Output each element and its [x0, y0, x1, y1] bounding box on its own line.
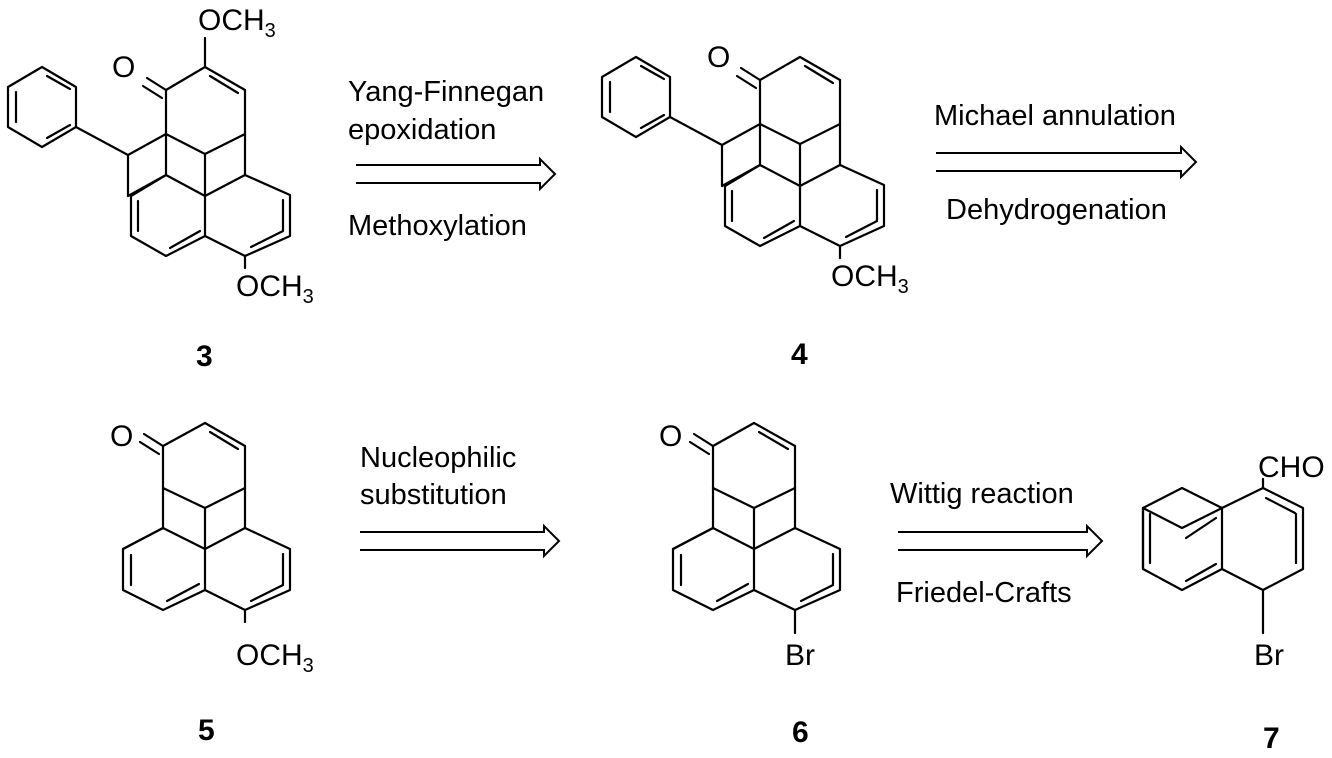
compound-7-structure: [1141, 477, 1305, 635]
compound-number: 5: [198, 714, 215, 747]
compound-6-structure: [671, 421, 842, 635]
arrow-label-below: Methoxylation: [348, 210, 527, 242]
retrosynthesis-arrow: [356, 156, 557, 192]
compound-5-structure: [121, 421, 292, 624]
arrow-label-above: Michael annulation: [934, 100, 1176, 132]
phenyl-ring: [6, 65, 78, 149]
phenyl-ring: [600, 55, 672, 139]
arrow-label-below: Dehydrogenation: [946, 194, 1167, 226]
arrow-label-above: epoxidation: [348, 114, 496, 146]
ketone-oxygen-label: O: [110, 420, 133, 453]
arrow-label-above: Yang-Finnegan: [348, 76, 544, 108]
retrosynthesis-arrow: [360, 523, 561, 559]
ketone-oxygen-label: O: [112, 51, 135, 84]
compound-number: 7: [1263, 722, 1280, 755]
bottom-methoxy-label: OCH3: [831, 260, 909, 298]
aldehyde-label: CHO: [1258, 451, 1325, 484]
bottom-methoxy-label: OCH3: [236, 270, 314, 308]
ketone-oxygen-label: O: [707, 41, 730, 74]
arrow-label-above: substitution: [360, 479, 507, 511]
top-methoxy-label: OCH3: [198, 4, 276, 42]
arrow-label-above: Wittig reaction: [890, 478, 1074, 510]
compound-number: 3: [196, 340, 213, 373]
bromine-label: Br: [1254, 639, 1284, 672]
compound-4-structure: [600, 55, 886, 260]
arrow-label-above: Nucleophilic: [360, 442, 516, 474]
retrosynthesis-arrow: [898, 523, 1104, 559]
bromine-label: Br: [785, 639, 815, 672]
ketone-oxygen-label: O: [659, 420, 682, 453]
compound-number: 4: [791, 338, 808, 371]
compound-number: 6: [792, 716, 809, 749]
compound-3-structure: [6, 36, 292, 270]
arrow-label-below: Friedel-Crafts: [896, 577, 1072, 609]
bottom-methoxy-label: OCH3: [236, 639, 314, 677]
retrosynthesis-arrow: [936, 144, 1198, 180]
